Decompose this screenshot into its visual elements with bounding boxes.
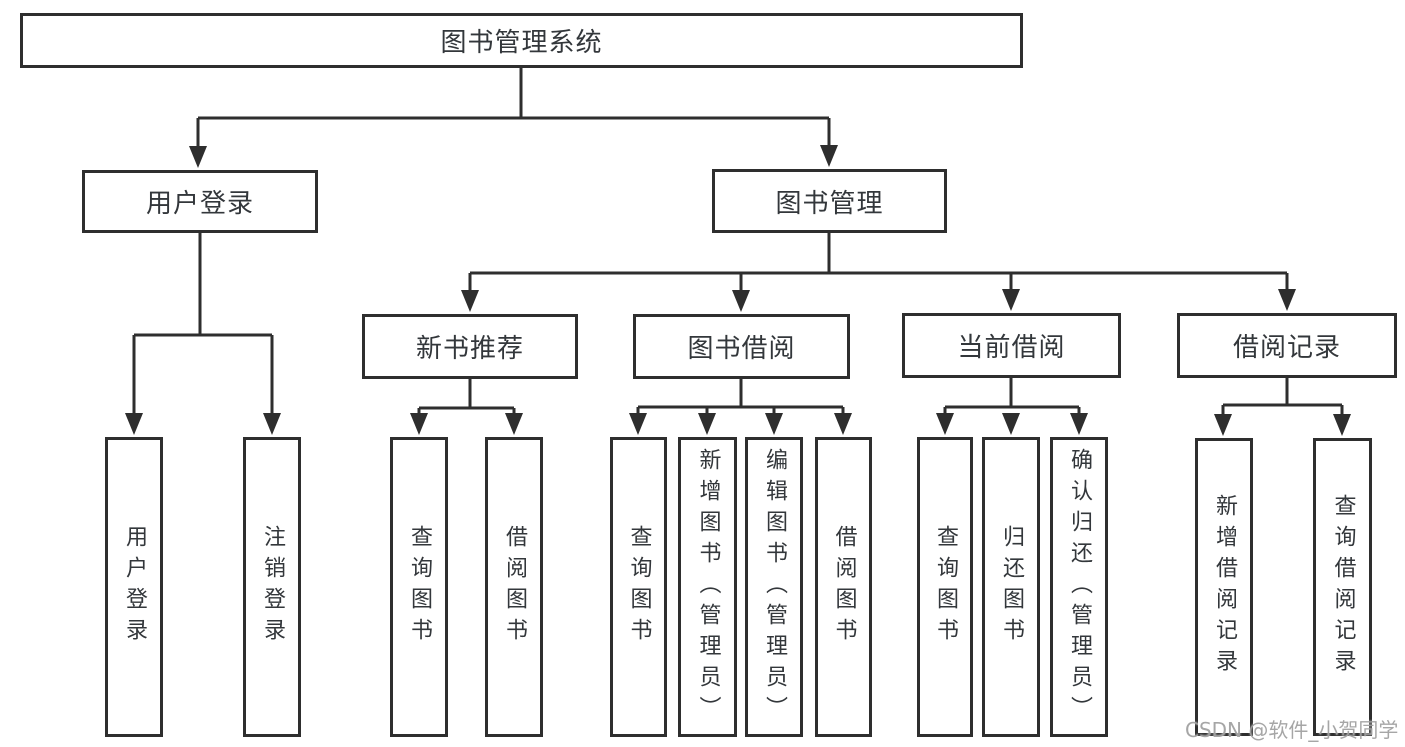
leaf-records-add-borrow-record: 新增借阅记录 xyxy=(1195,438,1253,736)
leaf-borrow-edit-books-admin: 编辑图书（管理员） xyxy=(745,437,803,737)
leaf-user-login: 用户登录 xyxy=(105,437,163,737)
node-label: 编辑图书（管理员） xyxy=(762,447,787,727)
leaf-current-return-books: 归还图书 xyxy=(982,437,1040,737)
leaf-borrow-borrow-books: 借阅图书 xyxy=(815,437,872,737)
leaf-current-query-books: 查询图书 xyxy=(917,437,973,737)
node-root-library-management-system: 图书管理系统 xyxy=(20,13,1023,68)
node-label: 图书借阅 xyxy=(687,334,796,364)
node-label: 归还图书 xyxy=(999,525,1024,649)
leaf-borrow-add-books-admin: 新增图书（管理员） xyxy=(678,437,737,737)
node-label: 借阅记录 xyxy=(1232,333,1341,363)
leaf-logout: 注销登录 xyxy=(243,437,301,737)
leaf-borrow-query-books: 查询图书 xyxy=(610,437,667,737)
node-book-borrowing: 图书借阅 xyxy=(633,314,850,379)
leaf-newbook-borrow-books: 借阅图书 xyxy=(485,437,543,737)
node-label: 确认归还（管理员） xyxy=(1067,447,1092,727)
node-label: 新增图书（管理员） xyxy=(695,447,721,727)
node-label: 图书管理系统 xyxy=(440,28,603,58)
node-label: 新书推荐 xyxy=(415,334,524,364)
node-current-borrowing: 当前借阅 xyxy=(902,313,1121,378)
node-label: 用户登录 xyxy=(145,189,254,219)
leaf-current-confirm-return-admin: 确认归还（管理员） xyxy=(1050,437,1108,737)
node-label: 查询借阅记录 xyxy=(1330,494,1356,680)
node-label: 用户登录 xyxy=(122,525,147,649)
node-label: 查询图书 xyxy=(626,525,652,649)
node-label: 图书管理 xyxy=(775,188,884,219)
csdn-watermark: CSDN @软件_小贺同学 xyxy=(1185,718,1399,742)
node-label: 借阅图书 xyxy=(831,525,857,649)
leaf-newbook-query-books: 查询图书 xyxy=(390,437,448,737)
arrowheads xyxy=(125,145,1351,436)
node-label: 查询图书 xyxy=(407,525,432,649)
node-label: 借阅图书 xyxy=(502,525,527,649)
node-label: 注销登录 xyxy=(260,525,285,649)
node-borrowing-records: 借阅记录 xyxy=(1177,313,1397,378)
node-book-management-branch: 图书管理 xyxy=(712,169,947,233)
node-label: 新增借阅记录 xyxy=(1212,494,1237,680)
node-user-login-branch: 用户登录 xyxy=(82,170,318,233)
leaf-records-query-borrow-record: 查询借阅记录 xyxy=(1313,438,1372,736)
node-label: 查询图书 xyxy=(933,525,958,649)
node-label: 当前借阅 xyxy=(957,333,1066,363)
node-new-book-recommend: 新书推荐 xyxy=(362,314,578,379)
